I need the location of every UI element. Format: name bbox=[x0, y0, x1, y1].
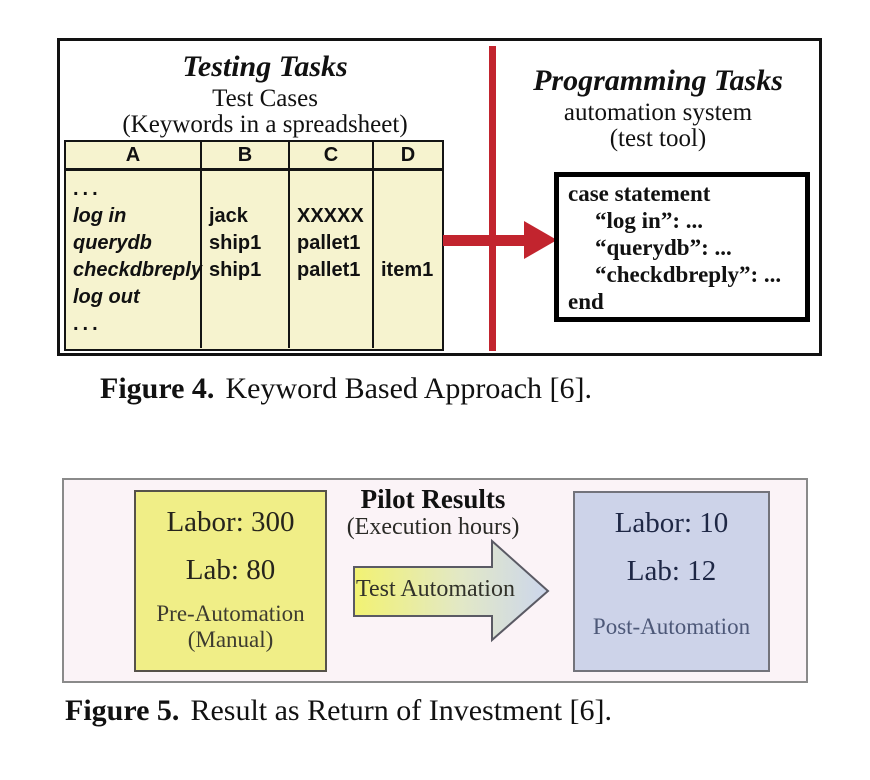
lab-metric: Lab: 80 bbox=[185, 554, 276, 586]
table-cell bbox=[374, 203, 442, 230]
column-header-b: B bbox=[202, 142, 290, 168]
code-line: “querydb”: ... bbox=[595, 235, 732, 260]
figure4-caption: Figure 4. Keyword Based Approach [6]. bbox=[100, 372, 592, 406]
automation-system-subtitle: automation system bbox=[563, 99, 753, 126]
keywords-subtitle: (Keywords in a spreadsheet) bbox=[122, 111, 408, 138]
case-statement-box: case statement “log in”: ... “querydb”: … bbox=[554, 172, 810, 322]
code-line: “log in”: ... bbox=[595, 208, 703, 233]
table-cell bbox=[202, 284, 288, 311]
table-cell: ship1 bbox=[209, 259, 262, 281]
table-cell: pallet1 bbox=[297, 259, 361, 281]
table-cell bbox=[374, 284, 442, 311]
table-cell: item1 bbox=[381, 259, 434, 281]
table-cell: querydb bbox=[73, 232, 152, 254]
pre-automation-box: Labor: 300 Lab: 80 Pre-Automation (Manua… bbox=[134, 490, 327, 672]
test-tool-subtitle: (test tool) bbox=[609, 125, 707, 152]
programming-tasks-header: Programming Tasks automation system (tes… bbox=[500, 62, 816, 152]
table-cell: ... bbox=[73, 178, 102, 200]
table-cell: log out bbox=[73, 286, 140, 308]
table-cell: XXXXX bbox=[297, 205, 364, 227]
figure5-caption-text: Result as Return of Investment [6]. bbox=[190, 694, 613, 727]
labor-metric: Labor: 300 bbox=[166, 506, 295, 538]
test-cases-subtitle: Test Cases bbox=[212, 85, 318, 112]
test-automation-label: Test Automation bbox=[356, 576, 515, 602]
table-cell bbox=[290, 176, 372, 203]
figure4-caption-text: Keyword Based Approach [6]. bbox=[225, 372, 592, 405]
table-cell: pallet1 bbox=[297, 232, 361, 254]
table-cell: log in bbox=[73, 205, 127, 227]
table-header-row: A B C D bbox=[66, 142, 442, 171]
keyword-spreadsheet-table: A B C D ... log in querydb checkdbreply … bbox=[64, 140, 444, 351]
table-cell: ... bbox=[73, 313, 102, 335]
table-column-d: item1 bbox=[374, 171, 442, 348]
red-divider-line bbox=[489, 46, 496, 351]
pre-automation-label: Pre-Automation (Manual) bbox=[136, 601, 325, 653]
column-header-a: A bbox=[66, 142, 202, 168]
table-cell: ship1 bbox=[209, 232, 262, 254]
table-cell bbox=[202, 176, 288, 203]
table-cell bbox=[290, 311, 372, 338]
figure4-diagram: Testing Tasks Test Cases (Keywords in a … bbox=[57, 38, 822, 356]
pre-automation-label-line2: (Manual) bbox=[187, 627, 274, 652]
code-line: end bbox=[568, 289, 604, 314]
flow-arrow-icon bbox=[524, 221, 557, 259]
table-column-c: XXXXX pallet1 pallet1 bbox=[290, 171, 374, 348]
test-automation-arrow-icon bbox=[353, 538, 550, 643]
table-cell bbox=[202, 311, 288, 338]
testing-tasks-title: Testing Tasks bbox=[182, 50, 348, 83]
column-header-c: C bbox=[290, 142, 374, 168]
figure5-caption-label: Figure 5. bbox=[65, 694, 180, 727]
code-line: “checkdbreply”: ... bbox=[595, 262, 782, 287]
flow-arrow-shaft bbox=[443, 235, 526, 246]
post-automation-label: Post-Automation bbox=[592, 614, 751, 639]
column-header-d: D bbox=[400, 144, 416, 166]
table-column-b: jack ship1 ship1 bbox=[202, 171, 290, 348]
table-cell bbox=[290, 284, 372, 311]
table-cell: jack bbox=[209, 205, 248, 227]
table-cell bbox=[374, 176, 442, 203]
table-cell bbox=[374, 230, 442, 257]
pre-automation-label-line1: Pre-Automation bbox=[156, 601, 305, 626]
figure5-caption: Figure 5. Result as Return of Investment … bbox=[65, 694, 612, 728]
pilot-results-title: Pilot Results bbox=[360, 484, 506, 514]
table-body: ... log in querydb checkdbreply log out … bbox=[66, 171, 442, 348]
testing-tasks-header: Testing Tasks Test Cases (Keywords in a … bbox=[60, 48, 470, 138]
programming-tasks-title: Programming Tasks bbox=[533, 64, 783, 97]
labor-metric: Labor: 10 bbox=[614, 507, 729, 539]
table-cell bbox=[374, 311, 442, 338]
table-cell: checkdbreply bbox=[73, 259, 202, 281]
post-automation-box: Labor: 10 Lab: 12 Post-Automation bbox=[573, 491, 770, 672]
figure4-caption-label: Figure 4. bbox=[100, 372, 215, 405]
code-line: case statement bbox=[568, 181, 711, 206]
table-column-a: ... log in querydb checkdbreply log out … bbox=[66, 171, 202, 348]
figure5-diagram: Labor: 300 Lab: 80 Pre-Automation (Manua… bbox=[62, 478, 808, 683]
execution-hours-subtitle: (Execution hours) bbox=[346, 514, 520, 540]
lab-metric: Lab: 12 bbox=[626, 555, 717, 587]
